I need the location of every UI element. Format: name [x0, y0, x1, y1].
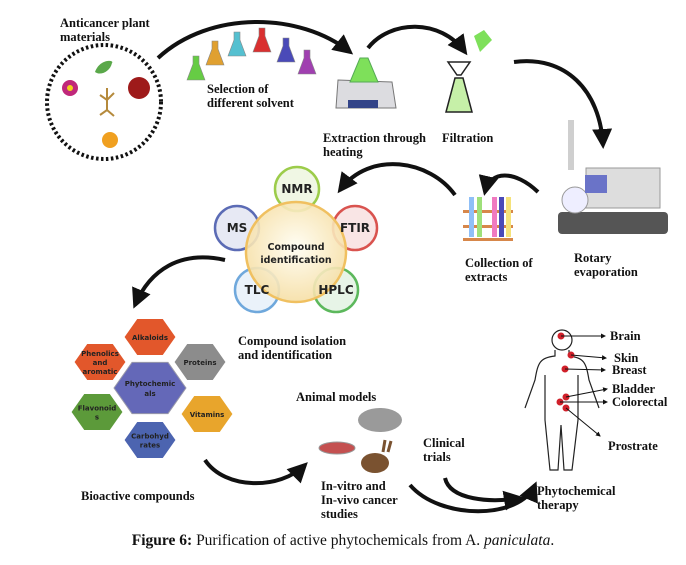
- label-extraction: Extraction through heating: [323, 131, 426, 159]
- solvent-flask-icon: [186, 55, 206, 81]
- label-plant-materials: Anticancer plant materials: [60, 16, 150, 44]
- target-label: Prostrate: [608, 439, 658, 453]
- phytochemical-hexagon: [123, 421, 177, 459]
- flower-icon: [62, 80, 78, 96]
- petri-dish-icon: [318, 441, 356, 455]
- target-arrow: [565, 407, 601, 437]
- arrow-filtration-to-rotary: [513, 59, 613, 149]
- label-invitro-invivo: In-vitro and In-vivo cancer studies: [321, 479, 398, 521]
- arrow-plant-to-extraction: [156, 20, 354, 60]
- arrow-rotary-to-collection: [478, 173, 540, 196]
- label-phytochemical-therapy: Phytochemical therapy: [537, 484, 616, 512]
- caption-suffix: .: [550, 532, 555, 549]
- phytochemicals-center-label: als: [144, 390, 155, 398]
- solvent-flask-icon: [205, 40, 225, 66]
- label-bioactive-compounds: Bioactive compounds: [81, 489, 195, 503]
- label-rotary-evaporation: Rotary evaporation: [574, 251, 638, 279]
- phytochemical-label: Carbohyd: [131, 433, 169, 441]
- phytochemicals-center-hexagon: [113, 361, 187, 415]
- technique-label: TLC: [245, 283, 270, 297]
- label-animal-models: Animal models: [296, 390, 377, 404]
- label-collection-extracts: Collection of extracts: [465, 256, 533, 284]
- mouse-icon: [358, 408, 402, 432]
- flow-arrows: [132, 20, 613, 514]
- arrow-collection-to-identification: [337, 162, 457, 197]
- phytochemical-label: Phenolics: [81, 350, 119, 358]
- arrow-extraction-to-filtration: [366, 24, 468, 56]
- label-solvent-selection: Selection of different solvent: [207, 82, 294, 110]
- phytochemical-label: and: [93, 359, 108, 367]
- arrow-bioactive-to-invitro: [203, 458, 308, 486]
- compound-identification-diagram: NMR FTIR HPLC TLC MS Compound identification: [213, 165, 379, 314]
- phytochemicals-center-label: Phytochemic: [125, 380, 176, 388]
- solvent-flask-icon: [297, 49, 317, 75]
- plant-materials-group: [45, 43, 163, 161]
- label-compound-isolation: Compound isolation and identification: [238, 334, 347, 362]
- compound-identification-circle: [244, 200, 348, 304]
- phytochemical-hexagon: [123, 318, 177, 356]
- solvent-flask-icon: [227, 31, 247, 57]
- technique-label: FTIR: [340, 221, 370, 235]
- hotplate-icon: [335, 57, 397, 109]
- solvent-flask-icon: [252, 27, 272, 53]
- root-icon: [99, 88, 115, 117]
- caption-prefix: Figure 6:: [131, 532, 193, 549]
- solvent-flasks: [186, 27, 317, 81]
- caption-text: Purification of active phytochemicals fr…: [192, 532, 485, 549]
- cancer-targets: BrainSkinBreastBladderColorectalProstrat…: [556, 329, 668, 453]
- phytochemical-label: Flavonoid: [78, 405, 116, 413]
- human-body-icon: [524, 329, 600, 471]
- target-label: Skin: [614, 351, 638, 365]
- phytochemical-label: Proteins: [183, 359, 216, 367]
- pomegranate-icon: [128, 77, 150, 99]
- caption-species: paniculata: [484, 532, 551, 549]
- solvent-flask-icon: [276, 37, 296, 63]
- phytochemical-label: Vitamins: [190, 411, 225, 419]
- phytochemical-hexagon: [70, 393, 124, 431]
- technique-label: MS: [227, 221, 248, 235]
- phytochemical-label: aromatic: [83, 368, 118, 376]
- animal-models-icons: [318, 408, 402, 473]
- arrow-invitro-to-therapy: [408, 481, 538, 514]
- target-label: Breast: [612, 363, 647, 377]
- label-filtration: Filtration: [442, 131, 494, 145]
- leaf-icon: [95, 60, 113, 74]
- arrow-identification-to-bioactive: [132, 255, 226, 309]
- target-arrow: [564, 367, 606, 373]
- phytochemical-hexagon: [180, 395, 234, 433]
- test-tube-rack-icon: [463, 197, 513, 241]
- phytochemical-hexagon: [73, 343, 127, 381]
- target-arrow: [570, 354, 607, 361]
- rabbit-icon: [361, 453, 389, 473]
- orange-icon: [102, 132, 118, 148]
- technique-label: NMR: [281, 182, 312, 196]
- target-label: Bladder: [612, 382, 656, 396]
- technique-label: HPLC: [318, 283, 353, 297]
- target-label: Colorectal: [612, 395, 668, 409]
- center-label: Compound: [267, 242, 324, 253]
- phytochemical-hexagon: [173, 343, 227, 381]
- figure-caption: Figure 6: Purification of active phytoch…: [0, 532, 686, 550]
- phytochemical-label: Alkaloids: [132, 334, 168, 342]
- target-arrow: [565, 387, 608, 398]
- center-label: identification: [260, 255, 331, 266]
- filtration-icon: [445, 30, 492, 113]
- target-label: Brain: [610, 329, 641, 343]
- phytochemical-label: s: [95, 414, 99, 422]
- arrow-clinical-to-therapy: [443, 477, 524, 511]
- phytochemical-label: rates: [140, 442, 160, 450]
- label-clinical-trials: Clinical trials: [423, 436, 465, 464]
- rotary-evaporator-icon: [558, 120, 668, 234]
